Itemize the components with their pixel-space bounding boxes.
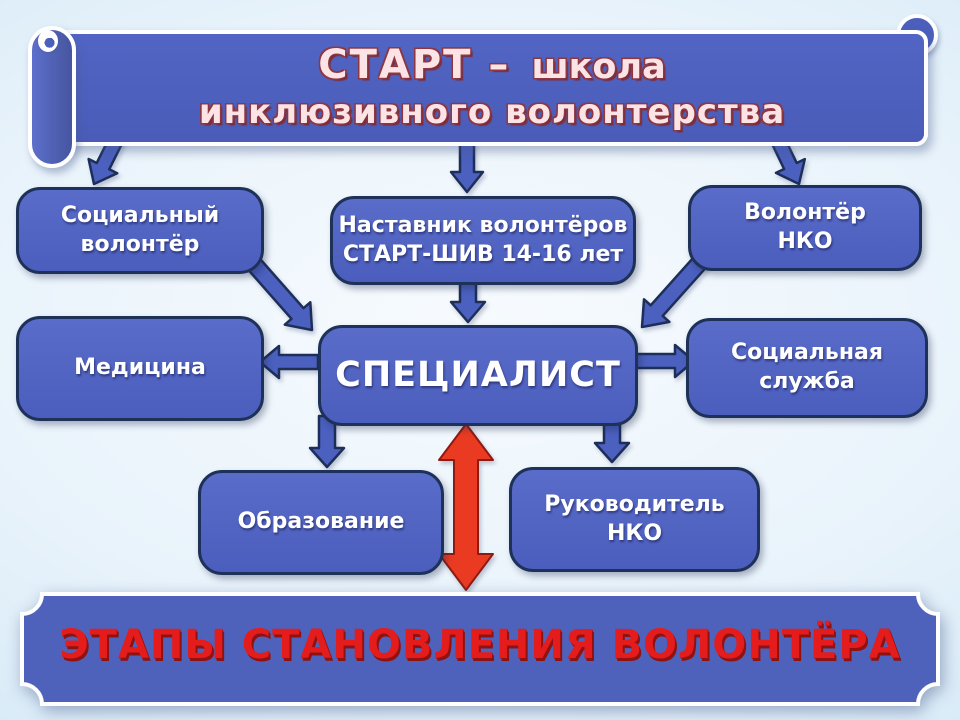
node-nko-volunteer: Волонтёр НКО: [688, 185, 922, 271]
node-medicine: Медицина: [16, 316, 264, 421]
node-social-service-label: Социальная служба: [730, 340, 884, 394]
title-subtitle: инклюзивного волонтерства: [198, 92, 786, 132]
title-banner: СТАРТ – школа инклюзивного волонтерства: [56, 30, 928, 146]
bottom-banner-title: ЭТАПЫ СТАНОВЛЕНИЯ ВОЛОНТЁРА: [59, 622, 901, 668]
node-specialist-label: СПЕЦИАЛИСТ: [335, 354, 621, 395]
node-education-label: Образование: [237, 509, 405, 535]
node-nko-head-label: Руководитель НКО: [544, 491, 725, 546]
node-mentor-label: Наставник волонтёров СТАРТ-ШИВ 14-16 лет: [338, 212, 628, 267]
arrow-social-to-specialist: [245, 256, 314, 332]
arrow-banner-to-mentor: [449, 138, 485, 194]
title-line2: инклюзивного волонтерства: [60, 92, 924, 132]
node-mentor: Наставник волонтёров СТАРТ-ШИВ 14-16 лет: [330, 196, 636, 285]
node-nko-head: Руководитель НКО: [509, 467, 760, 572]
node-specialist: СПЕЦИАЛИСТ: [318, 325, 638, 426]
node-medicine-label: Медицина: [74, 355, 206, 381]
title-line1: СТАРТ – школа: [60, 42, 924, 88]
arrow-specialist-to-medicine: [258, 344, 320, 380]
arrow-mentor-to-specialist: [449, 278, 487, 324]
red-double-arrow: [438, 423, 494, 591]
node-social-service: Социальная служба: [686, 318, 928, 418]
node-education: Образование: [198, 470, 444, 575]
scroll-curl-left: [38, 30, 58, 52]
node-social-volunteer-label: Социальный волонтёр: [60, 202, 220, 257]
node-nko-volunteer-label: Волонтёр НКО: [744, 200, 866, 254]
node-social-volunteer: Социальный волонтёр: [16, 187, 264, 274]
title-start: СТАРТ –: [318, 42, 511, 88]
title-school: школа: [531, 47, 666, 87]
